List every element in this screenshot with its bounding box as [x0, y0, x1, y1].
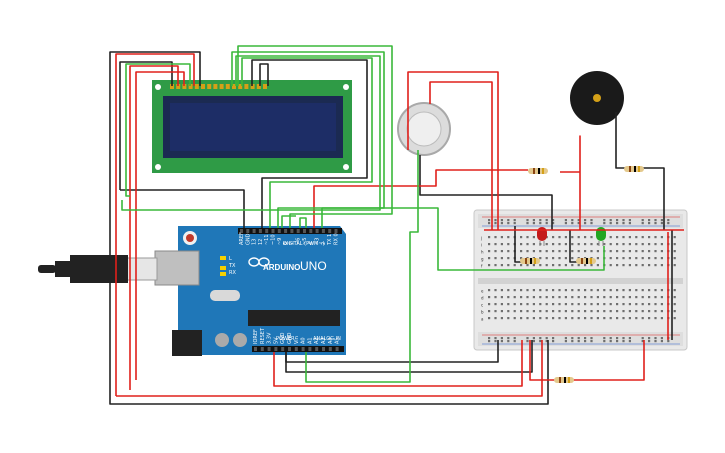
- resistor-green-led: [576, 258, 596, 264]
- gas-sensor[interactable]: [397, 102, 451, 156]
- digital-pin-label: 2: [321, 242, 327, 245]
- digital-pin-label: 8: [283, 242, 289, 245]
- breadboard-row-label: f: [481, 264, 483, 269]
- digital-pin-label: ~9: [277, 238, 283, 245]
- power-analog-pin-label: GND: [280, 332, 286, 344]
- digital-pin-label: ~6: [296, 238, 302, 245]
- piezo-buzzer[interactable]: [570, 71, 624, 125]
- digital-pin-label: ~3: [315, 238, 321, 245]
- board-brand: ARDUINO: [263, 263, 300, 272]
- breadboard-row-label: b: [481, 310, 484, 315]
- power-analog-pin-label: IOREF: [253, 329, 259, 344]
- digital-pin-label: RX 0: [334, 233, 340, 245]
- board-led-label: RX: [229, 270, 236, 276]
- lcd-pin-header: [170, 84, 267, 89]
- power-analog-pin-label: 3.3V: [267, 332, 273, 344]
- power-analog-pin-label: RESET: [260, 327, 266, 344]
- power-analog-pin-label: A1: [307, 337, 313, 344]
- digital-pin-label: 4: [308, 242, 314, 245]
- breadboard-row-label: h: [481, 250, 484, 255]
- power-analog-pin-label: A2: [314, 337, 320, 344]
- digital-pin-label: 7: [289, 242, 295, 245]
- breadboard-row-label: i: [481, 243, 482, 248]
- breadboard-row-label: j: [480, 236, 482, 241]
- breadboard-row-label: c: [481, 303, 483, 308]
- board-led-label: L: [229, 256, 232, 262]
- analog-label: ANALOG IN: [313, 336, 341, 342]
- breadboard-row-label: e: [481, 289, 484, 294]
- power-analog-pin-label: 5V: [273, 337, 279, 344]
- breadboard-row-label: g: [481, 257, 484, 262]
- power-analog-pin-label: Vin: [294, 336, 300, 344]
- usb-cable: [38, 255, 158, 283]
- digital-pin-label: ~10: [271, 234, 277, 245]
- digital-pin-label: TX 1: [327, 234, 333, 246]
- power-analog-pin-label: A0: [301, 337, 307, 344]
- resistor-gas: [528, 168, 548, 174]
- arduino-logo-icon: [248, 257, 270, 267]
- digital-pin-label: ~11: [264, 234, 270, 245]
- resistor-buzzer: [624, 166, 644, 172]
- arduino-uno-board[interactable]: ARDUINO UNO DIGITAL (PWM~) POWER ANALOG …: [154, 226, 346, 356]
- digital-pin-label: 13: [252, 239, 258, 245]
- lcd-display[interactable]: [152, 80, 352, 173]
- power-label: POWER: [276, 336, 295, 342]
- digital-pin-label: GND: [245, 233, 251, 245]
- power-analog-pin-label: GND: [287, 332, 293, 344]
- power-analog-pin-label: A3: [321, 337, 327, 344]
- digital-pin-label: ~5: [302, 238, 308, 245]
- board-model: UNO: [300, 259, 327, 273]
- resistor-red-led: [520, 258, 540, 264]
- digital-label: DIGITAL (PWM~): [283, 241, 325, 247]
- resistors: [520, 166, 644, 383]
- power-analog-pin-label: A5: [335, 337, 341, 344]
- digital-pin-label: 12: [258, 239, 264, 245]
- breadboard-row-label: a: [481, 317, 484, 322]
- breadboard-row-label: d: [481, 296, 484, 301]
- board-led-label: TX: [228, 263, 236, 269]
- digital-pin-label: AREF: [239, 232, 245, 245]
- wires: [109, 45, 684, 405]
- resistor-bottom: [554, 377, 574, 383]
- power-analog-pin-label: A4: [328, 337, 334, 344]
